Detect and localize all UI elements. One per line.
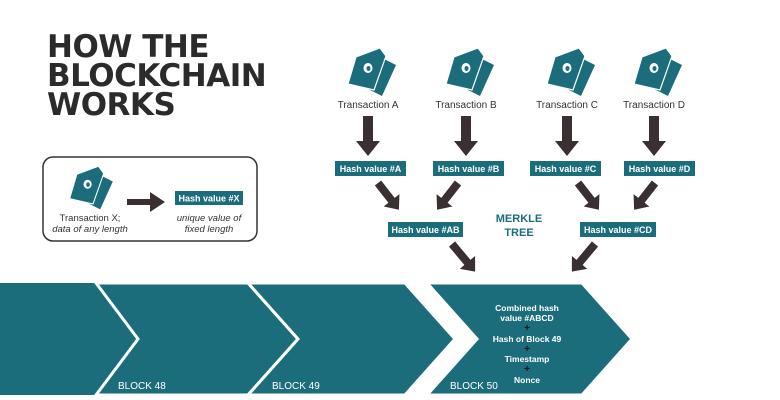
- document-icon: [546, 47, 596, 97]
- hash-label: Hash value #A: [340, 164, 402, 174]
- hash-box: [530, 161, 601, 176]
- hash-label: Hash value #B: [438, 164, 500, 174]
- hash-cd: Hash value #CD: [580, 222, 656, 237]
- transaction-b: Transaction B: [435, 47, 497, 111]
- transaction-label: Transaction A: [338, 100, 399, 111]
- block-chain: BLOCK 48 BLOCK 49 BLOCK 50: [0, 281, 635, 397]
- diagonal-arrow-icon: [448, 241, 476, 272]
- legend-transaction-desc: data of any length: [52, 224, 128, 235]
- diagonal-arrow-icon: [571, 241, 599, 272]
- title-line-3: WORKS: [47, 87, 175, 123]
- block-49-label: BLOCK 49: [272, 381, 320, 392]
- down-arrow-icon: [642, 116, 666, 156]
- combined-hash-line-1: Combined hash: [495, 303, 559, 313]
- legend-transaction-label: Transaction X;: [60, 213, 121, 224]
- merkle-line-1: MERKLE: [496, 213, 542, 225]
- combined-hash-line-2: value #ABCD: [500, 313, 553, 323]
- hash-ab: Hash value #AB: [388, 222, 463, 237]
- transaction-c: Transaction C: [536, 47, 598, 111]
- hash-box: [388, 222, 463, 237]
- document-icon: [347, 47, 397, 97]
- hash-label: Hash value #CD: [584, 225, 653, 235]
- diagonal-arrow-icon: [633, 180, 659, 210]
- diagonal-arrow-icon: [574, 180, 600, 210]
- legend-arrow-icon: [127, 192, 165, 212]
- block-50-shape: [423, 281, 635, 397]
- title-line-1: HOW THE: [47, 29, 209, 65]
- tx-to-hash-arrows: [356, 116, 666, 156]
- hash-label: Hash value #AB: [391, 225, 460, 235]
- block-48-label: BLOCK 48: [118, 381, 166, 392]
- transaction-d: Transaction D: [623, 47, 685, 111]
- block-47-shape: [0, 283, 152, 395]
- hash-box: [433, 161, 504, 176]
- hash-box: [580, 222, 656, 237]
- title-line-2: BLOCKCHAIN: [47, 58, 266, 94]
- page-title: HOW THE BLOCKCHAIN WORKS: [47, 29, 267, 123]
- merkle-tree-label: MERKLE TREE: [496, 213, 542, 239]
- down-arrow-icon: [555, 116, 579, 156]
- down-arrow-icon: [356, 116, 380, 156]
- legend-hash-desc-1: unique value of: [177, 213, 243, 224]
- transaction-a: Transaction A: [338, 47, 399, 111]
- down-arrow-icon: [454, 116, 478, 156]
- legend-hash-desc-2: fixed length: [185, 224, 234, 235]
- hash-to-combined-arrows: [374, 180, 659, 210]
- hash-box: [335, 161, 406, 176]
- hash-a: Hash value #A: [335, 161, 406, 176]
- hash-c: Hash value #C: [530, 161, 601, 176]
- transaction-label: Transaction B: [435, 100, 497, 111]
- plus-icon: +: [524, 323, 530, 334]
- block-50-label: BLOCK 50: [450, 381, 498, 392]
- legend-hash-label: Hash value #X: [178, 194, 239, 204]
- hash-b: Hash value #B: [433, 161, 504, 176]
- combined-to-block-arrows: [448, 241, 599, 272]
- block-49-shape: [244, 281, 458, 397]
- hash-d: Hash value #D: [624, 161, 695, 176]
- transaction-label: Transaction C: [536, 100, 598, 111]
- hash-label: Hash value #C: [535, 164, 597, 174]
- hash-label: Hash value #D: [629, 164, 691, 174]
- legend-hash-box: [175, 191, 243, 205]
- prev-block-hash: Hash of Block 49: [493, 334, 562, 344]
- block-50-details: Combined hash value #ABCD + Hash of Bloc…: [493, 303, 562, 385]
- document-icon: [633, 47, 683, 97]
- hash-box: [624, 161, 695, 176]
- nonce-label: Nonce: [514, 375, 540, 385]
- plus-icon: +: [524, 344, 530, 355]
- diagonal-arrow-icon: [374, 180, 400, 210]
- timestamp-label: Timestamp: [505, 354, 550, 364]
- legend-box: Transaction X; data of any length Hash v…: [42, 156, 258, 242]
- document-icon: [445, 47, 495, 97]
- merkle-line-2: TREE: [504, 227, 533, 239]
- plus-icon: +: [524, 364, 530, 375]
- diagonal-arrow-icon: [436, 180, 462, 210]
- transaction-label: Transaction D: [623, 100, 685, 111]
